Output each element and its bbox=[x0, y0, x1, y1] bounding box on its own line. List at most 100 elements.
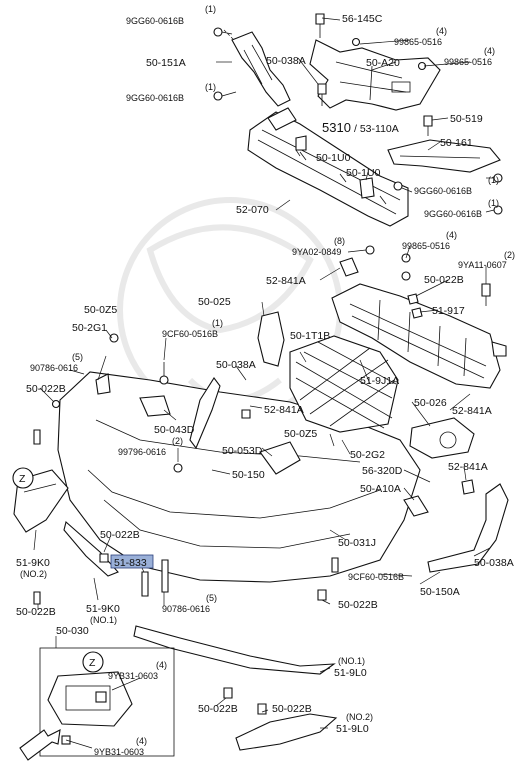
label-56-320D: 56-320D bbox=[362, 465, 403, 477]
leader-lines bbox=[33, 17, 495, 749]
lip-51-9L0-no2 bbox=[235, 713, 338, 751]
label-50-A20: 50-A20 bbox=[366, 57, 400, 69]
label-50-022B-e: 50-022B bbox=[16, 606, 56, 618]
label-50-038A-r: 50-038A bbox=[474, 557, 514, 569]
qty-9GG60-top: (1) bbox=[205, 4, 216, 14]
clip-50-1U0 bbox=[295, 135, 375, 199]
label-9CF60-0516B-a: 9CF60-0516B bbox=[162, 329, 218, 339]
label-9CF60-0516B-b: 9CF60-0516B bbox=[348, 572, 404, 582]
z-circle-text: Z bbox=[19, 473, 26, 485]
inset-box-z bbox=[39, 647, 175, 757]
bumper-bracket-left bbox=[231, 31, 291, 107]
fog-lamp-bezel-50-026 bbox=[409, 417, 475, 459]
label-50-1T1B: 50-1T1B bbox=[290, 330, 330, 342]
label-51-833[interactable]: 51-833 bbox=[114, 557, 147, 569]
label-90786-0616-a: 90786-0616 bbox=[30, 363, 78, 373]
label-9YB31-0603-a: 9YB31-0603 bbox=[108, 671, 158, 681]
qty-90786-b: (5) bbox=[206, 593, 217, 603]
label-52-070: 52-070 bbox=[236, 204, 269, 216]
fastener-bolts-top bbox=[213, 13, 503, 215]
fog-bezel-50-025 bbox=[257, 311, 285, 367]
grille-50-1T1B bbox=[289, 335, 399, 433]
fasteners-mid bbox=[365, 245, 491, 319]
qty-9YA11: (2) bbox=[504, 250, 515, 260]
label-9GG60-0616B-r1: 9GG60-0616B bbox=[414, 186, 472, 196]
fasteners-lower bbox=[33, 333, 339, 605]
label-51-9L0-no1: 51-9L0 bbox=[334, 667, 367, 679]
qty-99865-top: (4) bbox=[436, 26, 447, 36]
label-50-053D: 50-053D bbox=[222, 445, 263, 457]
qty-9YB31-a: (4) bbox=[156, 660, 167, 670]
label-51-917: 51-917 bbox=[432, 305, 465, 317]
highlight-51-833[interactable] bbox=[110, 554, 154, 569]
label-50-022B-a: 50-022B bbox=[424, 274, 464, 286]
label-50-0Z5-b: 50-0Z5 bbox=[284, 428, 317, 440]
qty-99865-m: (4) bbox=[446, 230, 457, 240]
label-51-9L0-no2: 51-9L0 bbox=[336, 723, 369, 735]
qty-99796: (2) bbox=[172, 436, 183, 446]
label-9YA11-0607: 9YA11-0607 bbox=[458, 260, 507, 270]
label-50-A10A: 50-A10A bbox=[360, 483, 401, 495]
label-50-022B-d: 50-022B bbox=[338, 599, 378, 611]
label-9GG60-0616B-r2: 9GG60-0616B bbox=[424, 209, 482, 219]
label-50-1U0-a: 50-1U0 bbox=[316, 152, 351, 164]
label-50-150A: 50-150A bbox=[420, 586, 460, 598]
label-50-038A-m: 50-038A bbox=[216, 359, 256, 371]
qty-9CF60-a: (1) bbox=[212, 318, 223, 328]
label-52-841A-c: 52-841A bbox=[452, 405, 492, 417]
qty-99865-r: (4) bbox=[484, 46, 495, 56]
label-52-841A-b: 52-841A bbox=[264, 404, 304, 416]
label-50-030: 50-030 bbox=[56, 625, 89, 637]
label-50-1U0-b: 50-1U0 bbox=[346, 167, 381, 179]
sub-51-9L0-no2: (NO.2) bbox=[346, 712, 373, 722]
callout-labels: (1) 9GG60-0616B 56-145C (4) 99865-0516 5… bbox=[16, 4, 515, 757]
label-50-022B-g: 50-022B bbox=[272, 703, 312, 715]
qty-9YA02: (8) bbox=[334, 236, 345, 246]
label-50-2G1: 50-2G1 bbox=[72, 322, 107, 334]
label-51-9J1A: 51-9J1A bbox=[360, 375, 399, 387]
label-99796-0616: 99796-0616 bbox=[118, 447, 166, 457]
side-brackets bbox=[95, 373, 509, 573]
qty-90786-a: (5) bbox=[72, 352, 83, 362]
label-50-031J: 50-031J bbox=[338, 537, 376, 549]
label-99865-0516-top: 99865-0516 bbox=[394, 37, 442, 47]
label-5310: 5310 bbox=[322, 120, 351, 135]
label-9GG60-0616B-l2: 9GG60-0616B bbox=[126, 93, 184, 103]
bracket-right-50-161 bbox=[387, 139, 501, 173]
label-50-0Z5-a: 50-0Z5 bbox=[84, 304, 117, 316]
label-50-025: 50-025 bbox=[198, 296, 231, 308]
label-9GG60-0616B-top: 9GG60-0616B bbox=[126, 16, 184, 26]
label-51-9K0-no1: 51-9K0 bbox=[86, 603, 120, 615]
qty-9GG60-l2: (1) bbox=[205, 82, 216, 92]
label-99865-0516-r: 99865-0516 bbox=[444, 57, 492, 67]
label-52-841A-a: 52-841A bbox=[266, 275, 306, 287]
label-50-022B-c: 50-022B bbox=[100, 529, 140, 541]
label-50-026: 50-026 bbox=[414, 397, 447, 409]
label-99865-0516-m: 99865-0516 bbox=[402, 241, 450, 251]
label-50-519: 50-519 bbox=[450, 113, 483, 125]
fwd-arrow-icon bbox=[19, 729, 61, 761]
label-50-150: 50-150 bbox=[232, 469, 265, 481]
label-56-145C: 56-145C bbox=[342, 13, 383, 25]
label-52-841A-d: 52-841A bbox=[448, 461, 488, 473]
label-9YA02-0849: 9YA02-0849 bbox=[292, 247, 341, 257]
sub-51-9K0-no2: (NO.2) bbox=[20, 569, 47, 579]
label-50-038A-top: 50-038A bbox=[266, 55, 306, 67]
label-53-110A: / 53-110A bbox=[354, 123, 399, 135]
z-inset-text: Z bbox=[89, 657, 96, 669]
qty-9YB31-b: (4) bbox=[136, 736, 147, 746]
z-marker-circle bbox=[12, 467, 104, 673]
qty-9GG60-r1: (1) bbox=[488, 175, 499, 185]
label-90786-0616-b: 90786-0616 bbox=[162, 604, 210, 614]
qty-9GG60-r2: (1) bbox=[488, 198, 499, 208]
bumper-bracket-center bbox=[309, 39, 441, 111]
label-50-043D: 50-043D bbox=[154, 424, 195, 436]
sub-51-9L0-no1: (NO.1) bbox=[338, 656, 365, 666]
label-51-9K0-no2: 51-9K0 bbox=[16, 557, 50, 569]
label-50-022B-f: 50-022B bbox=[198, 703, 238, 715]
label-50-2G2: 50-2G2 bbox=[350, 449, 385, 461]
label-50-161: 50-161 bbox=[440, 137, 473, 149]
energy-absorber-51-9J1A bbox=[331, 283, 501, 389]
